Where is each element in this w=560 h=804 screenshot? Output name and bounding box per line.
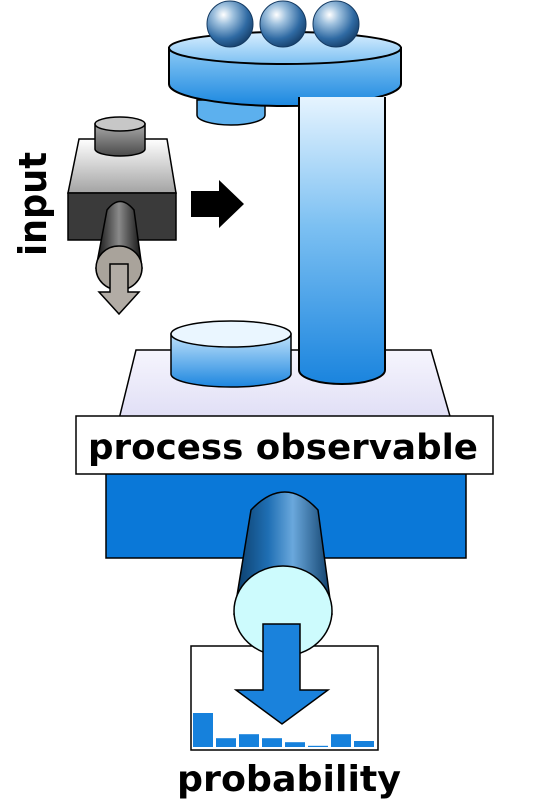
balls: [206, 0, 360, 48]
process-label-box: process observable: [75, 415, 494, 475]
histogram-bar-8: [354, 741, 374, 747]
histogram-bar-7: [331, 734, 351, 747]
support-column: [298, 97, 386, 385]
output-label: probability: [177, 759, 401, 800]
input-module: [67, 116, 177, 316]
base-cylinder: [170, 320, 292, 388]
histogram-bar-2: [216, 738, 236, 747]
histogram-bar-3: [239, 734, 259, 747]
histogram-bar-6: [308, 745, 328, 747]
histogram-bar-4: [262, 738, 282, 747]
flow-arrow-icon: [191, 180, 244, 228]
output-mouth: [233, 565, 333, 725]
process-label: process observable: [88, 428, 478, 468]
input-label: input: [11, 152, 55, 256]
output-arrow-icon: [233, 623, 331, 725]
histogram-bar-5: [285, 742, 305, 747]
histogram-bar-1: [193, 713, 213, 747]
histogram-bars: [193, 713, 374, 747]
